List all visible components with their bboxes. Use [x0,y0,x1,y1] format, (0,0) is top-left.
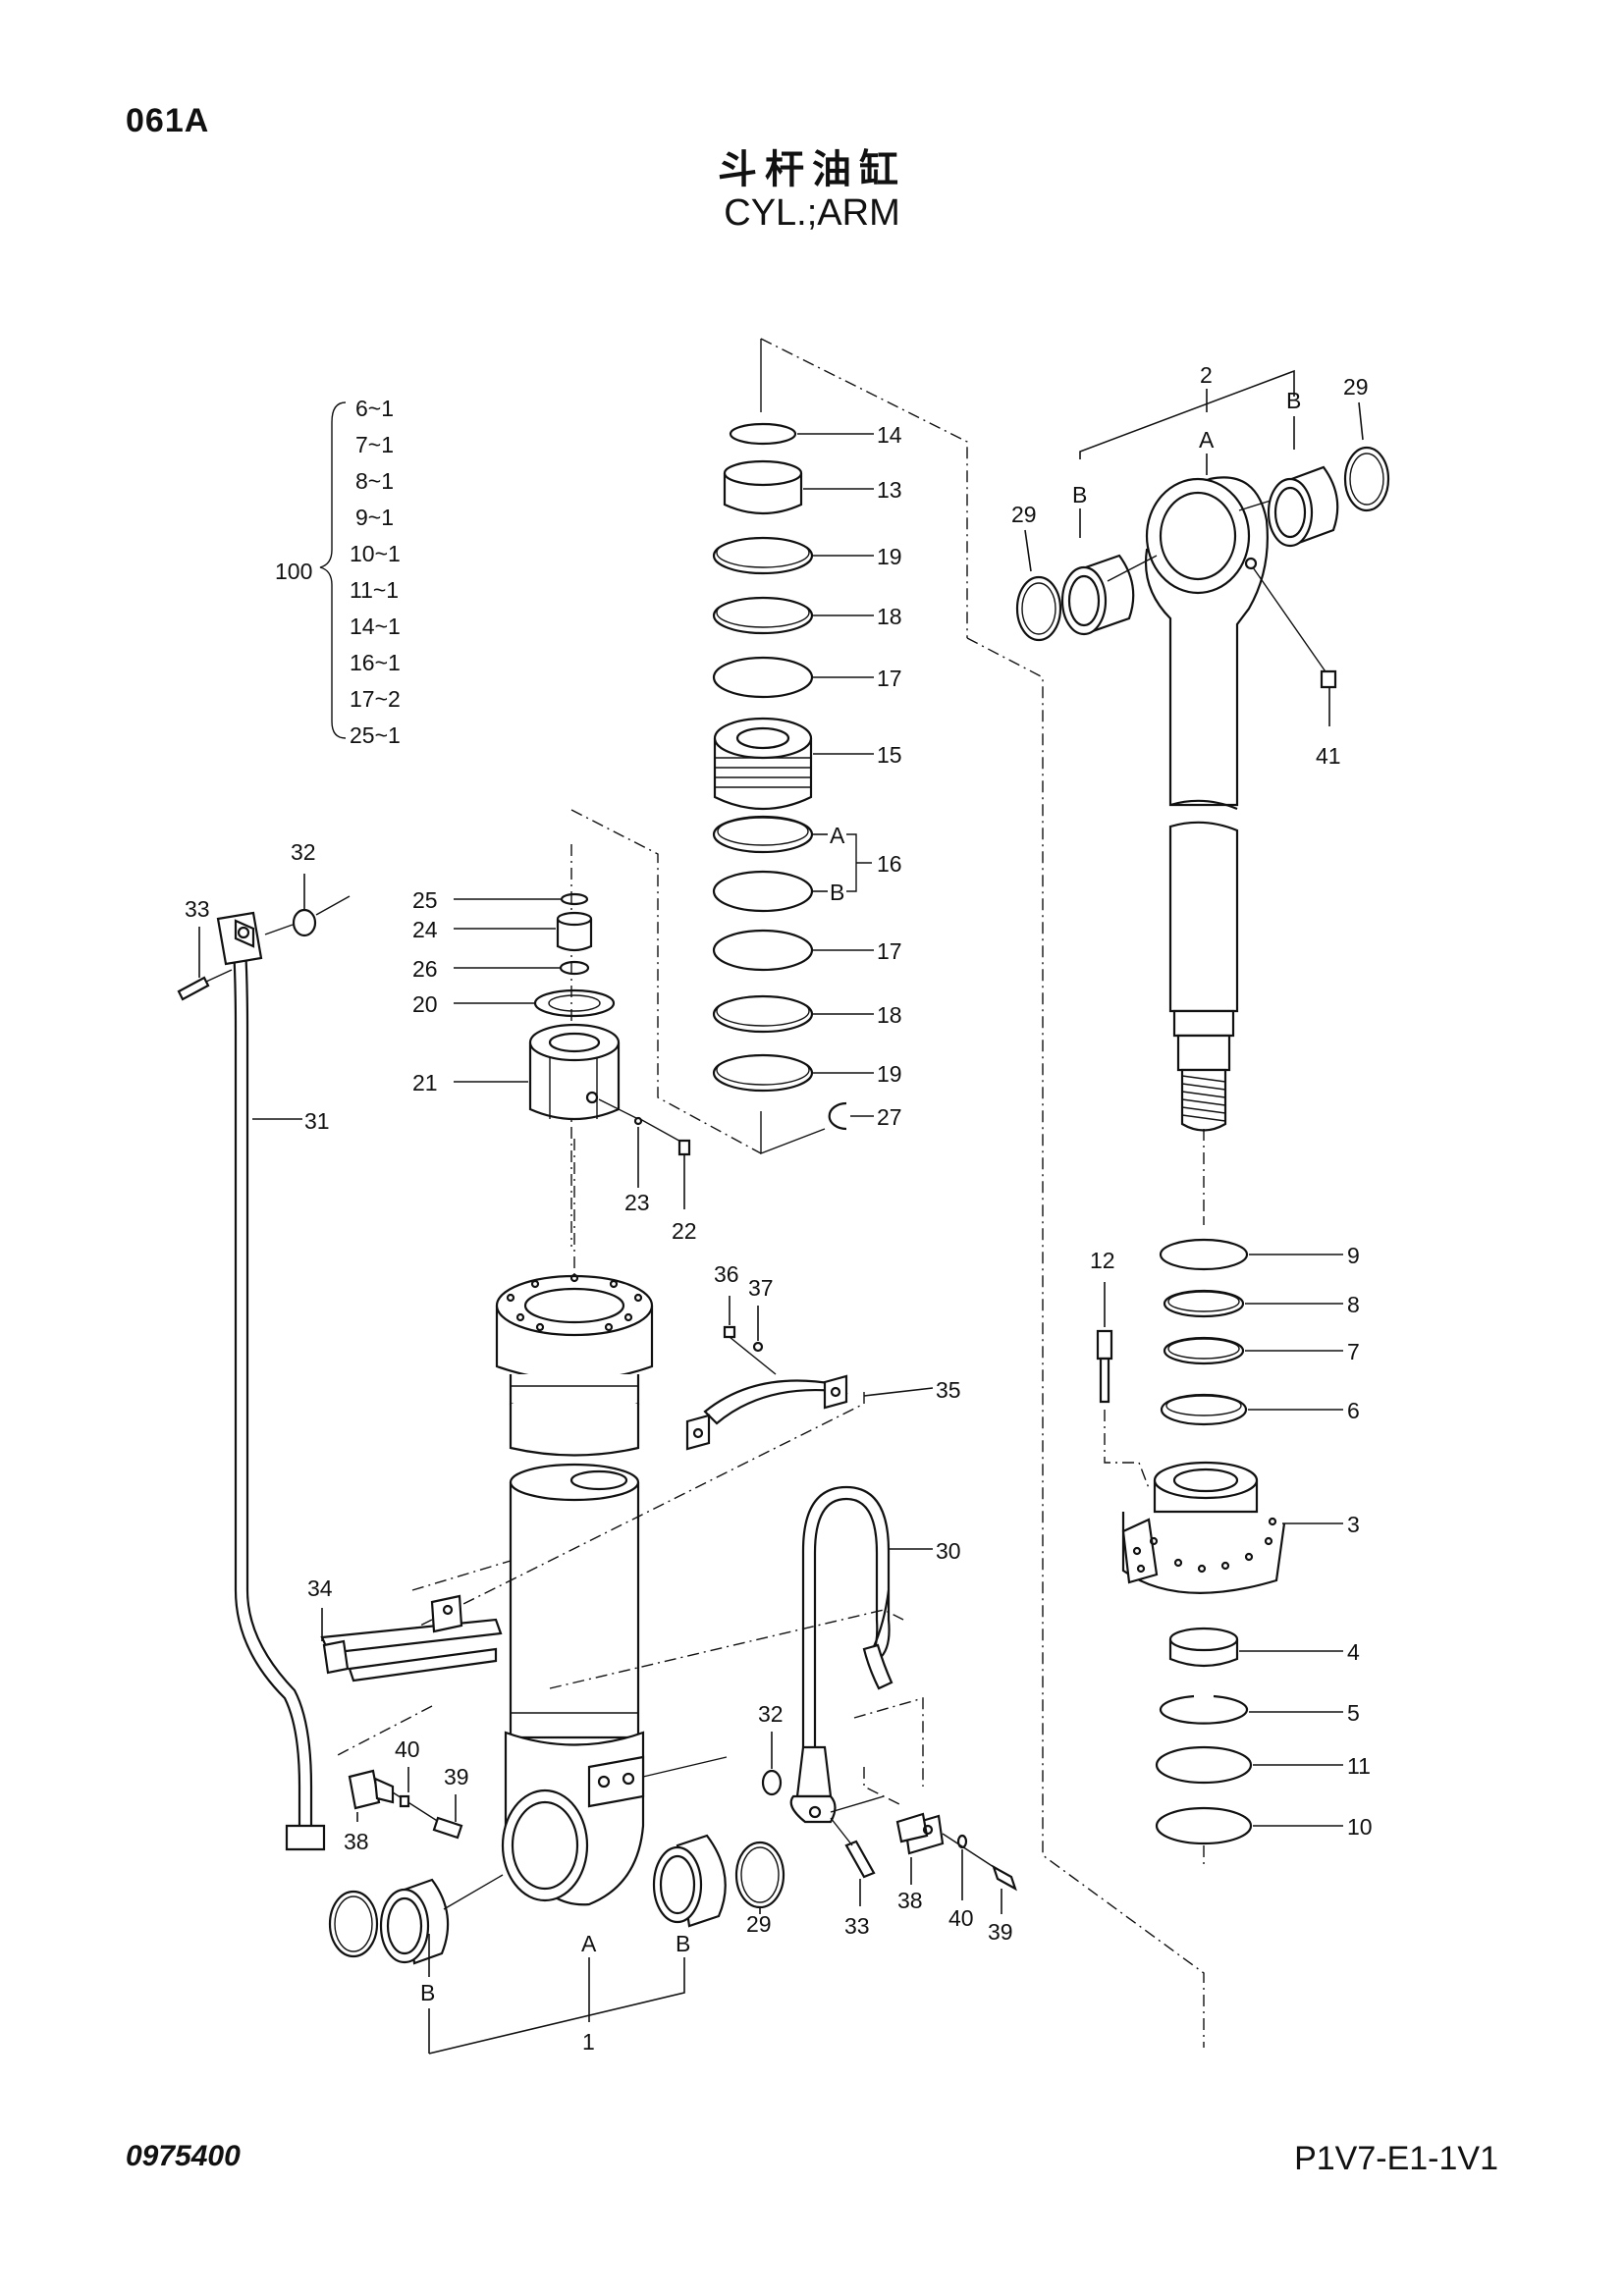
callout-11: 11 [1347,1753,1371,1779]
kit-number: 100 [275,559,312,584]
callout-33b: 33 [844,1913,870,1939]
callout-3: 3 [1347,1512,1360,1537]
diagram-title-english: CYL.;ARM [724,192,900,234]
callout-22: 22 [672,1218,697,1244]
sub-label-16a: A [830,823,845,848]
check-valve-group: 25 24 26 20 21 23 22 [412,809,762,1247]
callout-8: 8 [1347,1292,1360,1317]
clamp-38-right: 38 40 39 33 [830,1697,1017,1945]
pipe-30 [789,1485,893,1824]
callout-39b: 39 [988,1919,1013,1945]
callout-19b: 19 [877,1061,902,1087]
kit-item: 9~1 [355,505,394,530]
piston-part [713,717,813,811]
callout-17a: 17 [877,666,902,691]
sub-label-16b: B [830,880,844,905]
sub-label-rod-a: A [1199,427,1215,453]
clamp-35: 35 36 37 [411,1261,961,1630]
piston-seal-stack: 14 13 19 18 17 15 [712,338,968,1155]
callout-29a: 29 [1011,502,1037,527]
callout-27: 27 [877,1104,902,1130]
rod-callout-bracket: 2 A B B 29 29 [1011,362,1369,572]
tube-callout-bracket: A B B 1 [420,1931,690,2055]
callout-40b: 40 [948,1905,974,1931]
seal-kit-list: 100 6~1 7~1 8~1 9~1 10~1 11~1 14~1 16~1 … [275,396,401,748]
kit-item: 14~1 [350,614,401,639]
callout-14: 14 [877,422,902,448]
kit-item: 7~1 [355,432,394,457]
callout-18b: 18 [877,1002,902,1028]
callout-6: 6 [1347,1398,1360,1423]
document-number: 0975400 [126,2140,241,2172]
callout-16: 16 [877,851,902,877]
piston-rod-assembly: 41 [1015,446,1390,1217]
callout-29c: 29 [746,1911,772,1937]
kit-item: 6~1 [355,396,394,421]
sub-label-tube-b2: B [676,1931,690,1956]
callout-13: 13 [877,477,902,503]
callout-15: 15 [877,742,902,768]
callout-1: 1 [582,2029,595,2055]
rod-cover-part [1121,1461,1286,1594]
sheet-code: P1V7-E1-1V1 [1294,2140,1498,2177]
callout-18a: 18 [877,604,902,629]
callout-9: 9 [1347,1243,1360,1268]
callout-35: 35 [936,1377,961,1403]
callout-29b: 29 [1343,374,1369,400]
callout-41: 41 [1316,743,1341,769]
callout-37: 37 [748,1275,774,1301]
clamp-34: 34 [307,1560,904,1758]
clamp-38-left: 40 39 38 [344,1736,469,1854]
callout-7: 7 [1347,1339,1360,1364]
callout-34: 34 [307,1575,333,1601]
callout-32a: 32 [291,839,316,865]
pipe-31 [216,911,326,1851]
page-code: 061A [126,102,210,139]
callout-5: 5 [1347,1700,1360,1726]
tube-eye-bushings [328,1834,785,1965]
callout-23: 23 [624,1190,650,1215]
callout-40a: 40 [395,1736,420,1762]
callout-10: 10 [1347,1814,1373,1840]
kit-item: 8~1 [355,468,394,494]
sub-label-rod-b2: B [1286,388,1301,413]
sub-label-rod-b1: B [1072,482,1087,507]
callout-38a: 38 [344,1829,369,1854]
diagram-title-chinese: 斗杆油缸 [718,147,906,192]
cylinder-tube-assembly [495,1139,728,1906]
callout-21: 21 [412,1070,438,1095]
callout-38b: 38 [897,1888,923,1913]
kit-item: 16~1 [350,650,401,675]
callout-32b: 32 [758,1701,784,1727]
callout-39a: 39 [444,1764,469,1789]
sub-label-tube-a: A [581,1931,597,1956]
callout-12: 12 [1090,1248,1115,1273]
callout-4: 4 [1347,1639,1360,1665]
callout-31: 31 [304,1108,330,1134]
kit-item: 25~1 [350,722,401,748]
callout-2: 2 [1200,362,1213,388]
callout-30: 30 [936,1538,961,1564]
kit-item: 10~1 [350,541,401,566]
callout-17b: 17 [877,938,902,964]
callout-25: 25 [412,887,438,913]
cushion-nut-part [528,1023,621,1121]
kit-item: 11~1 [350,577,399,603]
callout-19a: 19 [877,544,902,569]
sub-label-tube-b1: B [420,1980,435,2005]
rod-seal-stack: 9 8 7 6 12 [966,637,1373,2048]
callout-26: 26 [412,956,438,982]
callout-24: 24 [412,917,438,942]
kit-item: 17~2 [350,686,401,712]
callout-33a: 33 [185,896,210,922]
callout-20: 20 [412,991,438,1017]
callout-36: 36 [714,1261,739,1287]
